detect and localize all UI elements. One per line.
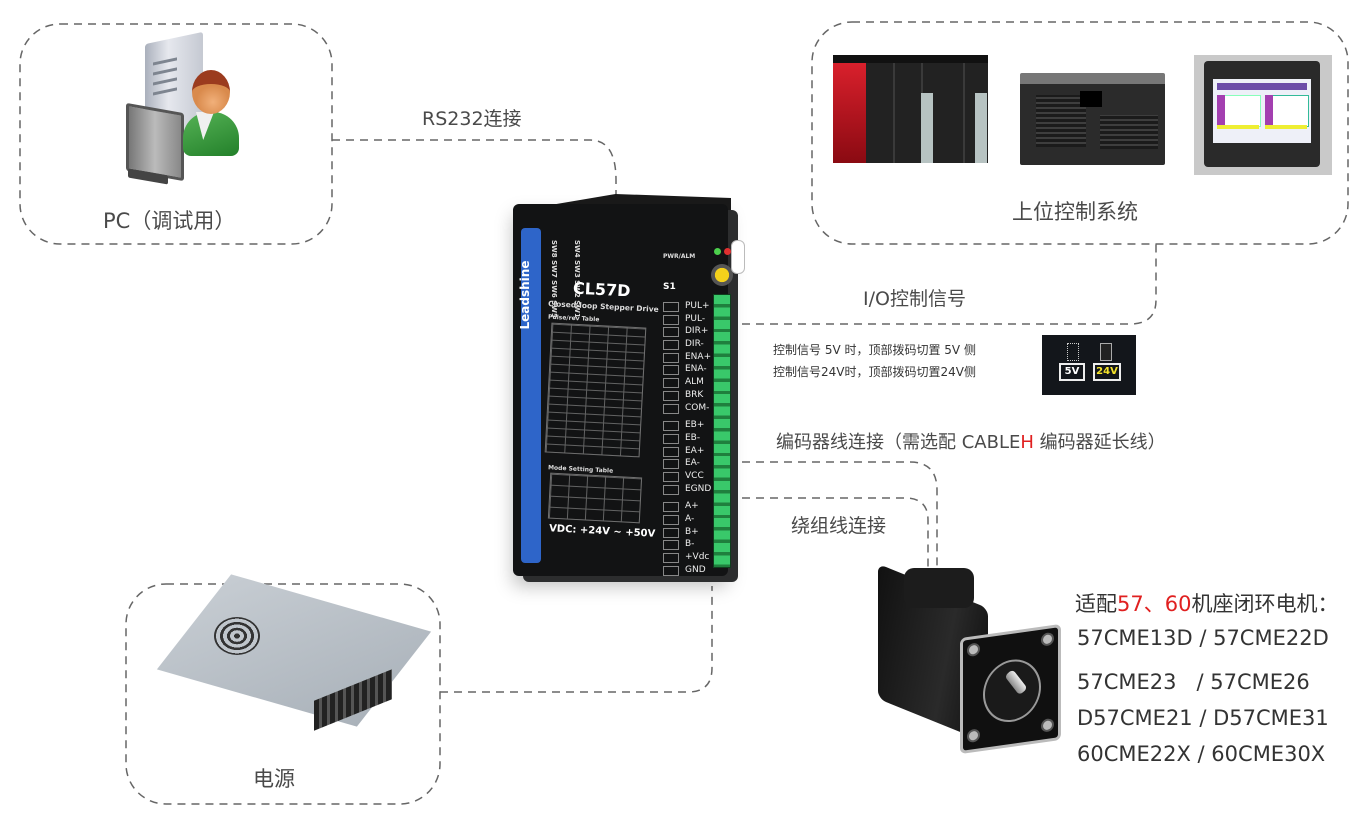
- pin-label: EB-: [663, 432, 713, 445]
- alarm-led-icon: [724, 248, 731, 255]
- encoder-label-prefix: 编码器线连接（需选配 CABLE: [776, 432, 1021, 453]
- terminal-block: [713, 294, 731, 568]
- closed-loop-motor-icon: [868, 563, 1061, 768]
- drive-model: CL57D: [572, 278, 631, 301]
- motor-model-line-1: 57CME13D / 57CME22D: [1077, 626, 1329, 650]
- voltage-sticker: [731, 240, 745, 274]
- stepper-drive: Leadshine SW8 SW7 SW6 SW5 SW4 SW3 SW2 SW…: [513, 190, 745, 585]
- industrial-pc-icon: [1020, 73, 1165, 165]
- pin-label: DIR+: [663, 325, 713, 338]
- encoder-label-suffix: 编码器延长线）: [1033, 432, 1166, 453]
- motor-compat-title: 适配57、60机座闭环电机：: [1075, 592, 1339, 616]
- pin-label: EA+: [663, 445, 713, 458]
- pin-label: BRK: [663, 389, 713, 402]
- motor-model-line-3: D57CME21 / D57CME31: [1077, 706, 1329, 730]
- io-signal-label: I/O控制信号: [863, 288, 966, 310]
- winding-line: [742, 497, 929, 575]
- io-line: [742, 244, 1157, 325]
- pin-label: ALM: [663, 376, 713, 389]
- host-control-frame: [811, 21, 1349, 245]
- switch-on-position-icon: [1100, 343, 1112, 361]
- pin-label: EB+: [663, 419, 713, 432]
- rs232-line: [332, 139, 617, 196]
- pin-label: A+: [663, 500, 713, 513]
- brand-stripe: [521, 228, 541, 563]
- dip-switch-labels-2: SW4 SW3 SW2 SW1: [573, 240, 581, 318]
- encoder-cable-label: 编码器线连接（需选配 CABLEH 编码器延长线）: [776, 428, 1166, 454]
- pin-label: +Vdc: [663, 551, 713, 564]
- power-line: [440, 586, 713, 693]
- encoder-label-highlight: H: [1020, 432, 1034, 453]
- pin-label: B+: [663, 526, 713, 539]
- pin-label: GND: [663, 564, 713, 577]
- switch-off-position-icon: [1067, 343, 1079, 361]
- winding-cable-label: 绕组线连接: [791, 515, 887, 537]
- voltage-option-24v: 24V: [1093, 363, 1121, 381]
- io-note-24v: 控制信号24V时，顶部拨码切置24V侧: [773, 365, 976, 379]
- rotary-switch-icon: [711, 264, 733, 286]
- power-led-icon: [714, 248, 721, 255]
- motor-model-line-2: 57CME23 / 57CME26: [1077, 670, 1310, 694]
- pc-frame: [19, 23, 333, 245]
- drive-brand: Leadshine: [518, 260, 532, 330]
- switching-power-supply-icon: [156, 574, 432, 731]
- voltage-selector-diagram: 5V 24V: [1042, 335, 1136, 395]
- voltage-option-5v: 5V: [1059, 363, 1085, 381]
- pin-label: A-: [663, 513, 713, 526]
- mode-setting-table: [547, 472, 643, 524]
- pin-label: ENA-: [663, 363, 713, 376]
- pin-label: DIR-: [663, 338, 713, 351]
- pin-label: EGND: [663, 483, 713, 496]
- pin-label: COM-: [663, 402, 713, 415]
- dip-switch-labels: SW8 SW7 SW6 SW5: [550, 240, 558, 318]
- pin-label: VCC: [663, 470, 713, 483]
- encoder-line: [742, 461, 938, 575]
- power-supply-frame: [125, 583, 441, 805]
- s1-label: S1: [663, 282, 676, 292]
- pin-label: PUL+: [663, 300, 713, 313]
- host-control-label: 上位控制系统: [1012, 200, 1138, 224]
- pulse-rev-table: [544, 322, 647, 458]
- pc-label: PC（调试用）: [103, 209, 236, 233]
- power-supply-label: 电源: [253, 767, 295, 791]
- rs232-label: RS232连接: [422, 108, 522, 130]
- motor-model-line-4: 60CME22X / 60CME30X: [1077, 742, 1326, 766]
- pin-label: EA-: [663, 457, 713, 470]
- plc-icon: [833, 55, 988, 163]
- led-label: PWR/ALM: [663, 253, 696, 260]
- pin-label: ENA+: [663, 351, 713, 364]
- pin-label: PUL-: [663, 313, 713, 326]
- hmi-touchscreen-icon: [1194, 55, 1332, 175]
- pin-label: B-: [663, 538, 713, 551]
- io-note-5v: 控制信号 5V 时，顶部拨码切置 5V 侧: [773, 343, 976, 357]
